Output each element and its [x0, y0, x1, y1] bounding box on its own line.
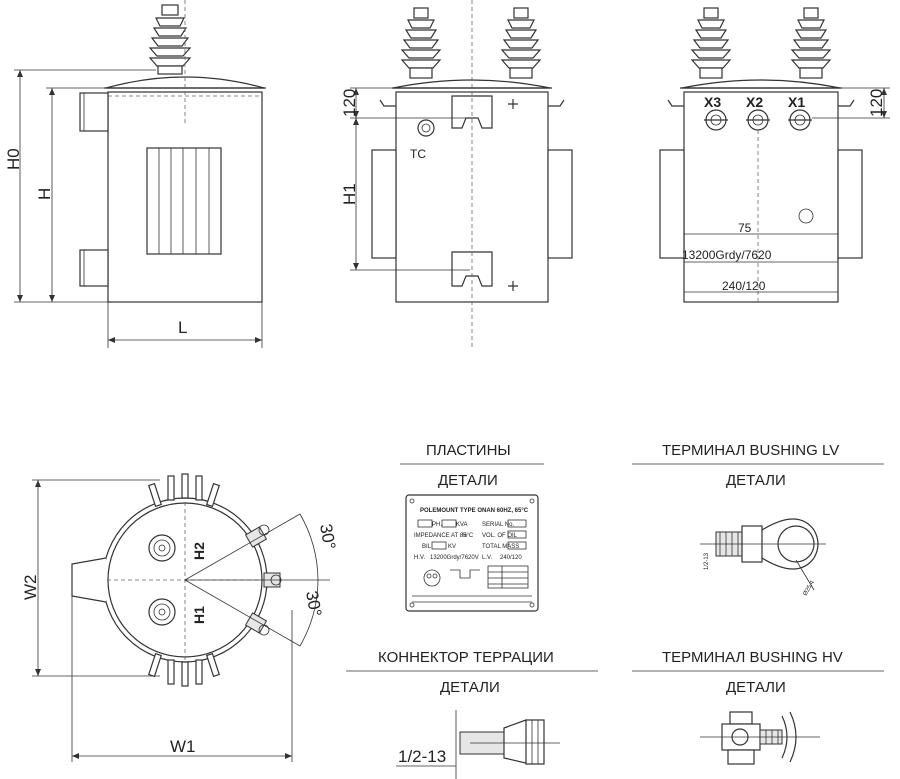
dim-w1-label: W1: [170, 737, 196, 756]
dim-h-label: H: [35, 188, 54, 200]
nameplate-fields: PH. KVA SERIAL No. IMPEDANCE AT 85°C % V…: [414, 519, 527, 561]
radiator-fins-top: [147, 473, 221, 508]
hv-bushing-title: ТЕРМИНАЛ BUSHING HV: [662, 649, 843, 666]
svg-text:BIL: BIL: [422, 544, 432, 550]
right-radiator: [547, 149, 573, 259]
tap-changer-label: TC: [410, 147, 426, 161]
upper-hanger-bracket: [79, 92, 109, 132]
lv-bushing-detail: ТЕРМИНАЛ BUSHING LV ДЕТАЛИ Ø25.4 1/2-13: [632, 442, 884, 597]
svg-text:VOL. OF OIL: VOL. OF OIL: [482, 533, 518, 539]
svg-text:1/2-13: 1/2-13: [704, 552, 710, 570]
left-radiator: [371, 149, 397, 259]
hv-bushing-right: [500, 7, 542, 79]
svg-text:%: %: [462, 533, 468, 539]
angle-lower: 30°: [302, 589, 325, 618]
lower-hanger-bracket: [79, 249, 109, 287]
top-hanger-bracket: [71, 557, 107, 603]
lv-bushing-right-rear: [790, 7, 832, 79]
svg-text:PH.: PH.: [432, 522, 442, 528]
lv-bushing-subtitle: ДЕТАЛИ: [726, 472, 786, 489]
low-voltage-rating: 240/120: [722, 279, 766, 293]
ground-connector-detail: КОННЕКТОР ТЕРРАЦИИ ДЕТАЛИ 1/2-13: [346, 649, 598, 779]
hv-bushing-detail: ТЕРМИНАЛ BUSHING HV ДЕТАЛИ: [632, 649, 884, 765]
side-view: H0 H L: [4, 0, 266, 348]
nameplate-heading: POLEMOUNT TYPE ONAN 60HZ, 65°C: [420, 508, 529, 514]
rating-75: 75: [738, 221, 752, 235]
plates-subtitle: ДЕТАЛИ: [438, 472, 498, 489]
rear-view: X3 X2 X1 75 13200Grdy/7620 240/120 120: [659, 7, 890, 303]
label-h1: H1: [191, 606, 207, 624]
svg-text:KV: KV: [448, 544, 456, 550]
svg-text:TOTAL MASS: TOTAL MASS: [482, 544, 519, 550]
dim-h0-label: H0: [4, 148, 23, 170]
lv-bushing-left-rear: [690, 7, 732, 79]
dim-l-label: L: [178, 318, 187, 337]
rear-right-radiator: [837, 149, 863, 259]
svg-text:IMPEDANCE AT 85°C: IMPEDANCE AT 85°C: [414, 533, 474, 539]
hv-bushing-subtitle: ДЕТАЛИ: [726, 679, 786, 696]
top-view: H2 H1 30° 30° W2 W1: [21, 473, 339, 762]
svg-text:KVA: KVA: [456, 522, 468, 528]
radiator-fins-bottom: [147, 652, 221, 687]
h1-bushing-top: [148, 598, 176, 626]
svg-text:H.V.: H.V.: [414, 555, 425, 561]
hv-bushing-left: [400, 7, 442, 79]
lv-bushing-title: ТЕРМИНАЛ BUSHING LV: [662, 442, 839, 459]
dim-w2-label: W2: [21, 575, 40, 601]
svg-text:L.V.: L.V.: [482, 555, 492, 561]
thread-dimension: 1/2-13: [398, 747, 446, 766]
dim-120-front: 120: [340, 89, 359, 117]
label-x2: X2: [746, 94, 763, 110]
dim-120-rear: 120: [867, 89, 886, 117]
svg-text:SERIAL No.: SERIAL No.: [482, 522, 514, 528]
label-x1: X1: [788, 94, 805, 110]
label-h2: H2: [191, 542, 207, 560]
tap-changer-knob: [417, 119, 435, 137]
rear-left-radiator: [659, 149, 685, 259]
ground-connector-subtitle: ДЕТАЛИ: [440, 679, 500, 696]
voltage-rating: 13200Grdy/7620: [682, 248, 772, 262]
angle-upper: 30°: [316, 522, 339, 551]
nameplate: [405, 494, 539, 612]
radiator-panel: [146, 147, 222, 255]
front-view: TC 120 H1: [340, 0, 573, 348]
tank-cover: [105, 76, 265, 89]
svg-text:13200Grdy/7620V: 13200Grdy/7620V: [430, 555, 479, 561]
ground-connector-title: КОННЕКТОР ТЕРРАЦИИ: [378, 649, 554, 666]
plates-detail: ПЛАСТИНЫ ДЕТАЛИ POLEMOUNT TYPE ONAN 60HZ…: [400, 442, 544, 612]
svg-text:240/120: 240/120: [500, 555, 522, 561]
svg-text:Ø25.4: Ø25.4: [803, 579, 817, 597]
hv-bushing-side: [148, 4, 192, 75]
dim-h1-label: H1: [340, 183, 359, 205]
plates-title: ПЛАСТИНЫ: [426, 442, 511, 459]
h2-bushing-top: [148, 534, 176, 562]
label-x3: X3: [704, 94, 721, 110]
